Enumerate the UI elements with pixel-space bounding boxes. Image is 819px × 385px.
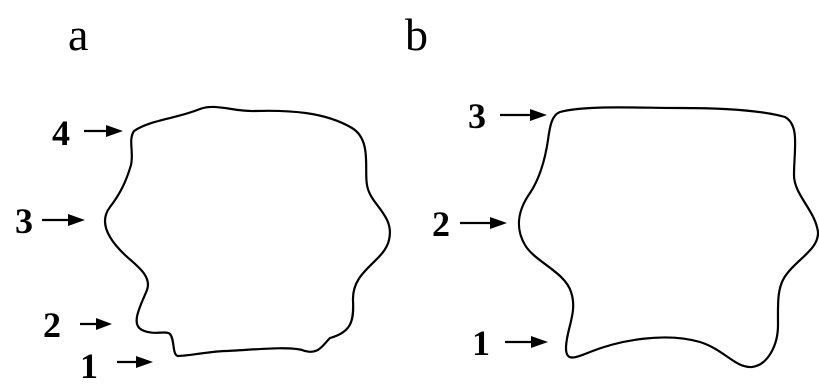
panel-b: b 3 2 1 <box>405 9 819 369</box>
panel-a-marker-3-number: 3 <box>15 201 33 241</box>
panel-a-marker-4-arrowhead <box>106 125 123 137</box>
panel-a-marker-2: 2 <box>43 305 112 345</box>
panel-b-marker-2: 2 <box>432 204 507 244</box>
panel-a-marker-2-arrowhead <box>96 318 112 330</box>
panel-b-marker-1-arrowhead <box>531 336 548 348</box>
panel-a-outline <box>103 105 392 358</box>
panel-b-outline <box>517 106 819 369</box>
panel-b-marker-3-number: 3 <box>468 96 486 136</box>
panel-b-marker-2-arrowhead <box>490 217 507 229</box>
panel-a-marker-2-number: 2 <box>43 305 61 345</box>
panel-a-marker-1-arrowhead <box>136 356 153 368</box>
panel-a-marker-4-number: 4 <box>52 113 70 153</box>
panel-a-marker-3: 3 <box>15 201 85 241</box>
panel-a-marker-1: 1 <box>80 346 153 385</box>
panel-b-marker-1: 1 <box>472 323 548 363</box>
panel-a-marker-3-arrowhead <box>68 214 85 226</box>
panel-a-label: a <box>68 9 88 60</box>
panel-a: a 4 3 2 1 <box>15 9 392 385</box>
panel-b-marker-2-number: 2 <box>432 204 450 244</box>
panel-a-marker-4: 4 <box>52 113 123 153</box>
panel-b-marker-1-number: 1 <box>472 323 490 363</box>
panel-b-marker-3-arrowhead <box>530 109 547 121</box>
panel-b-label: b <box>405 9 428 60</box>
panel-b-marker-3: 3 <box>468 96 547 136</box>
panel-a-marker-1-number: 1 <box>80 346 98 385</box>
